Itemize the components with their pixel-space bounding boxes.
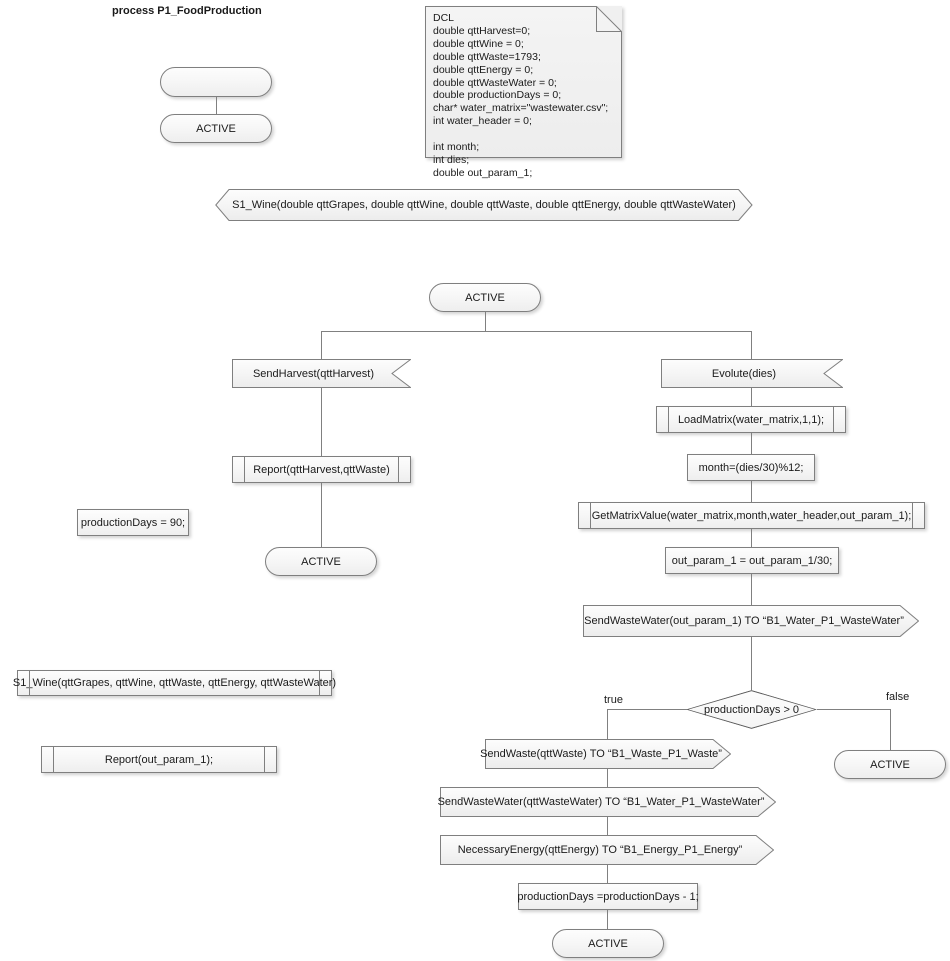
decision-production-days[interactable]: productionDays > 0 [686, 690, 817, 729]
state-active-start[interactable]: ACTIVE [160, 114, 272, 143]
procedure-report-harvest[interactable]: Report(qttHarvest,qttWaste) [232, 456, 411, 483]
task-decrement[interactable]: productionDays =productionDays - 1; [517, 883, 699, 910]
input-send-harvest-label: SendHarvest(qttHarvest) [252, 367, 375, 380]
output-send-wastewater-outline [440, 787, 776, 817]
dcl-note-body [425, 6, 622, 158]
task-out-param[interactable]: out_param_1 = out_param_1/30; [665, 547, 839, 574]
procedure-signature-label: S1_Wine(double qttGrapes, double qttWine… [232, 199, 736, 211]
input-evolute-label: Evolute(dies) [711, 367, 777, 380]
input-send-harvest-fill [232, 359, 411, 388]
connector-evolute-to-loadmatrix [751, 388, 752, 406]
connector-energy-to-decrement [607, 865, 608, 883]
procedure-report-out-param[interactable]: Report(out_param_1); [41, 746, 277, 773]
task-month-label: month=(dies/30)%12; [698, 461, 804, 474]
procedure-signature-fill [215, 189, 753, 221]
connector-decision-true [607, 709, 687, 710]
dcl-note-text: DCL double qttHarvest=0; double qttWine … [433, 12, 609, 179]
connector-sendharvest-to-report [321, 388, 322, 456]
decision-outline [686, 690, 817, 729]
connector-outparam-to-sendwastewater [751, 574, 752, 605]
input-evolute[interactable]: Evolute(dies) [661, 359, 843, 388]
connector-getmatrix-to-outparam [751, 529, 752, 547]
output-send-waste-outline [485, 739, 731, 769]
input-send-harvest-outline [232, 359, 411, 388]
procedure-report-harvest-label: Report(qttHarvest,qttWaste) [253, 463, 390, 476]
decision-production-days-label: productionDays > 0 [703, 703, 800, 716]
input-evolute-fill [661, 359, 843, 388]
connector-branch-horizontal [321, 331, 751, 332]
output-send-wastewater[interactable]: SendWasteWater(qttWasteWater) TO “B1_Wat… [437, 787, 776, 817]
procedure-s1-wine-call[interactable]: S1_Wine(qttGrapes, qttWine, qttWaste, qt… [13, 670, 336, 696]
branch-false-label: false [886, 691, 910, 703]
input-send-harvest[interactable]: SendHarvest(qttHarvest) [232, 359, 411, 388]
connector-loadmatrix-to-month [751, 433, 752, 454]
procedure-load-matrix-label: LoadMatrix(water_matrix,1,1); [677, 413, 825, 426]
output-send-wastewater-fill [440, 787, 776, 817]
task-production-days-init[interactable]: productionDays = 90; [77, 509, 189, 536]
output-send-wastewater-label: SendWasteWater(qttWasteWater) TO “B1_Wat… [437, 796, 765, 808]
output-send-wastewater-param[interactable]: SendWasteWater(out_param_1) TO “B1_Water… [583, 605, 919, 637]
state-active-main-label: ACTIVE [465, 291, 505, 304]
connector-false-down [890, 709, 891, 750]
task-out-param-label: out_param_1 = out_param_1/30; [671, 554, 833, 567]
state-active-left-end[interactable]: ACTIVE [265, 547, 377, 576]
start-symbol[interactable] [160, 67, 272, 97]
output-send-wastewater-param-fill [583, 605, 919, 637]
state-active-loop-end-label: ACTIVE [588, 937, 628, 950]
state-active-false-label: ACTIVE [870, 758, 910, 771]
connector-decision-false [817, 709, 891, 710]
connector-decrement-to-active [607, 910, 608, 929]
output-necessary-energy-fill [440, 835, 774, 865]
output-send-waste[interactable]: SendWaste(qttWaste) TO “B1_Waste_P1_Wast… [480, 739, 731, 769]
procedure-s1-wine-call-label: S1_Wine(qttGrapes, qttWine, qttWaste, qt… [12, 677, 337, 689]
task-month[interactable]: month=(dies/30)%12; [687, 454, 815, 481]
connector-sendwastewater-to-decision [751, 637, 752, 690]
output-necessary-energy-label: NecessaryEnergy(qttEnergy) TO “B1_Energy… [457, 844, 743, 856]
connector-true-down [607, 709, 608, 739]
task-production-days-init-label: productionDays = 90; [80, 516, 186, 529]
connector-sendwaste-to-sendwastewater [607, 769, 608, 787]
procedure-report-out-param-label: Report(out_param_1); [104, 753, 214, 766]
branch-true-label: true [604, 694, 623, 706]
procedure-get-matrix-value[interactable]: GetMatrixValue(water_matrix,month,water_… [578, 502, 925, 529]
state-active-left-end-label: ACTIVE [301, 555, 341, 568]
state-active-loop-end[interactable]: ACTIVE [552, 929, 664, 958]
procedure-signature-outline [215, 189, 753, 221]
output-send-waste-fill [485, 739, 731, 769]
output-send-waste-label: SendWaste(qttWaste) TO “B1_Waste_P1_Wast… [480, 748, 722, 760]
page-title: process P1_FoodProduction [112, 5, 262, 17]
connector-active-main-down [485, 312, 486, 331]
connector-branch-left-down [321, 331, 322, 359]
output-necessary-energy[interactable]: NecessaryEnergy(qttEnergy) TO “B1_Energy… [440, 835, 774, 865]
procedure-load-matrix[interactable]: LoadMatrix(water_matrix,1,1); [656, 406, 846, 433]
connector-month-to-getmatrix [751, 481, 752, 502]
connector-start-to-active [216, 97, 217, 114]
dcl-note-outline [425, 6, 622, 158]
task-decrement-label: productionDays =productionDays - 1; [517, 890, 699, 903]
connector-branch-right-down [751, 331, 752, 359]
input-evolute-outline [661, 359, 843, 388]
output-send-wastewater-param-outline [583, 605, 919, 637]
procedure-get-matrix-value-label: GetMatrixValue(water_matrix,month,water_… [591, 509, 912, 522]
connector-report-to-active [321, 483, 322, 547]
connector-sendwastewater-to-energy [607, 817, 608, 835]
output-send-wastewater-param-label: SendWasteWater(out_param_1) TO “B1_Water… [584, 615, 904, 627]
procedure-signature-s1-wine[interactable]: S1_Wine(double qttGrapes, double qttWine… [215, 189, 753, 221]
state-active-false[interactable]: ACTIVE [834, 750, 946, 779]
dcl-declaration-note: DCL double qttHarvest=0; double qttWine … [425, 6, 622, 179]
output-necessary-energy-outline [440, 835, 774, 865]
state-active-main[interactable]: ACTIVE [429, 283, 541, 312]
state-active-start-label: ACTIVE [196, 122, 236, 135]
